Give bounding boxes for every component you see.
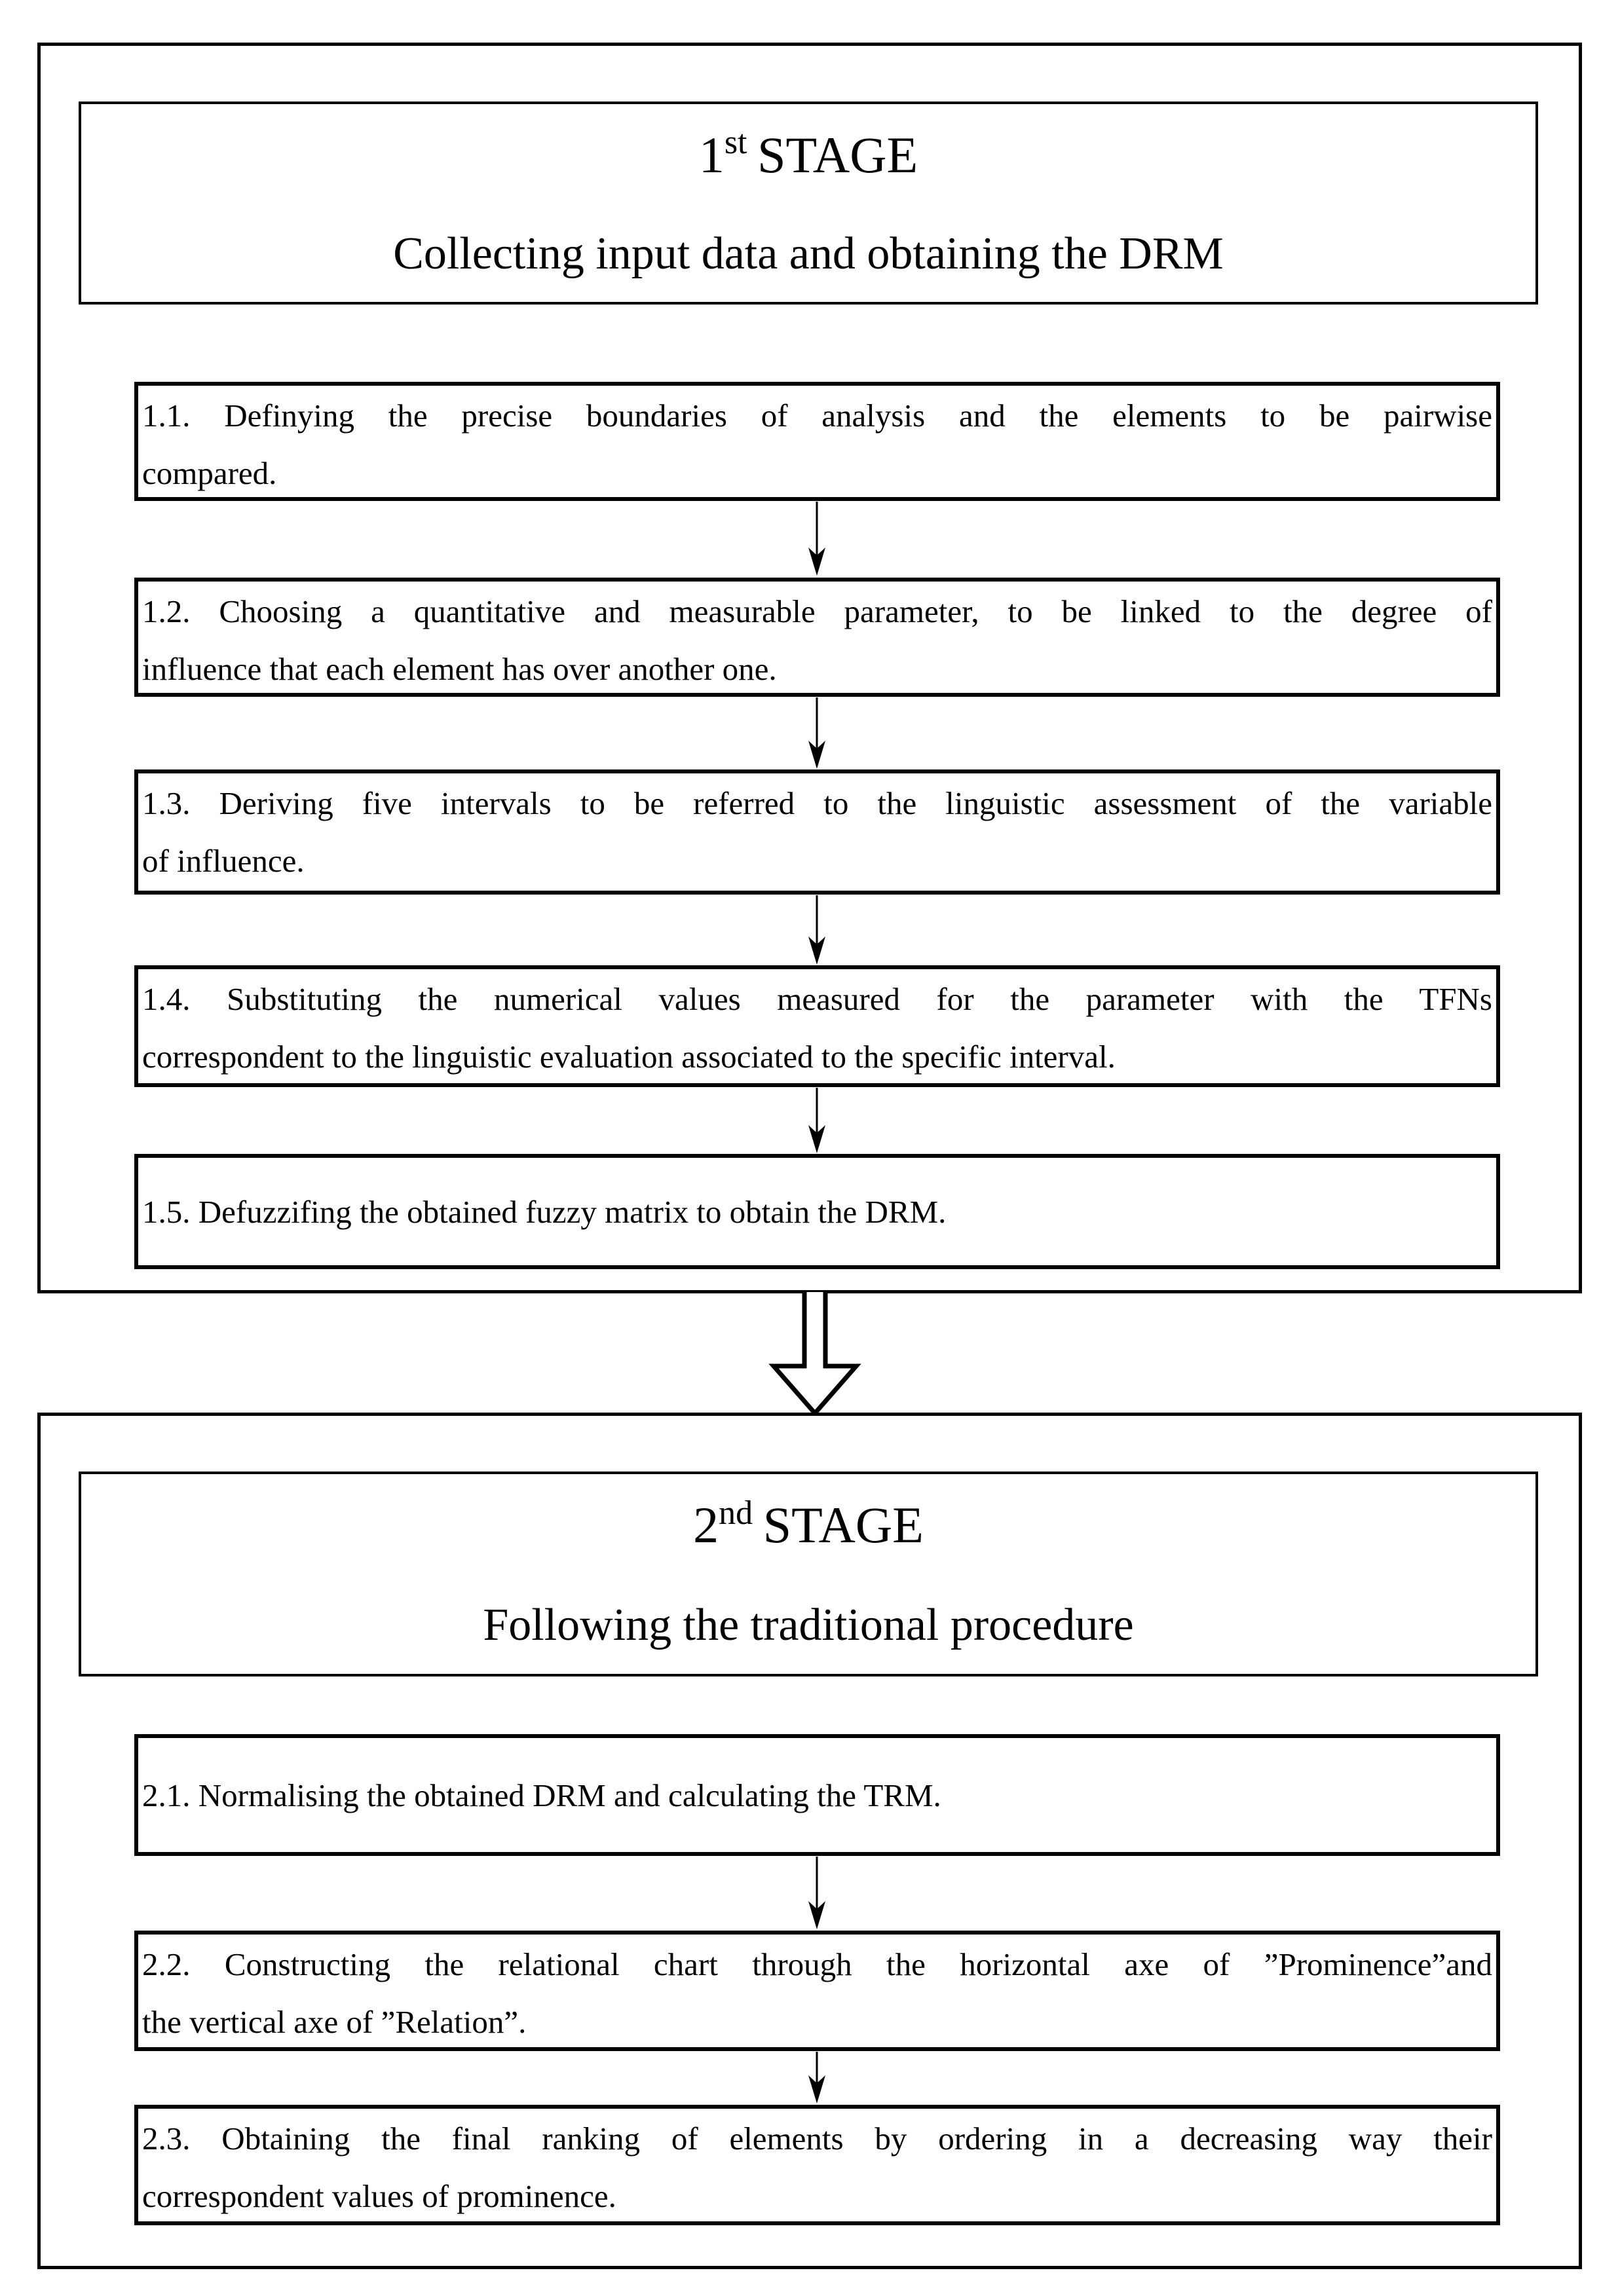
step-box-1-2: 1.2. Choosing a quantitative and measura… bbox=[134, 578, 1500, 697]
step-box-1-3: 1.3. Deriving five intervals to be refer… bbox=[134, 769, 1500, 895]
step-1-5-line-1: 1.5. Defuzzifing the obtained fuzzy matr… bbox=[142, 1194, 947, 1230]
step-1-2-line-2: influence that each element has over ano… bbox=[142, 651, 777, 687]
step-2-2-line-2: the vertical axe of ”Relation”. bbox=[142, 2004, 527, 2040]
step-1-3-line-2: of influence. bbox=[142, 843, 305, 879]
step-box-1-5: 1.5. Defuzzifing the obtained fuzzy matr… bbox=[134, 1154, 1500, 1269]
step-box-2-2: 2.2. Constructing the relational chart t… bbox=[134, 1931, 1500, 2051]
stage1-header-box: 1st STAGE Collecting input data and obtai… bbox=[79, 102, 1538, 305]
down-arrow-icon bbox=[804, 2052, 830, 2104]
step-1-4-line-2: correspondent to the linguistic evaluati… bbox=[142, 1039, 1116, 1075]
step-2-3-line-1: 2.3. Obtaining the final ranking of elem… bbox=[142, 2120, 1492, 2157]
stage2-title-ordinal: nd bbox=[719, 1494, 753, 1532]
step-1-1-line-2: compared. bbox=[142, 455, 277, 491]
stage1-title-ordinal: st bbox=[724, 123, 747, 161]
down-arrow-icon bbox=[804, 1088, 830, 1154]
step-box-1-1: 1.1. Definying the precise boundaries of… bbox=[134, 382, 1500, 501]
down-arrow-icon bbox=[804, 1857, 830, 1930]
step-1-4-line-1: 1.4. Substituting the numerical values m… bbox=[142, 981, 1492, 1017]
step-2-2-line-1: 2.2. Constructing the relational chart t… bbox=[142, 1946, 1492, 1982]
step-2-3-line-2: correspondent values of prominence. bbox=[142, 2178, 616, 2214]
stage1-title: 1st STAGE bbox=[699, 125, 918, 181]
stage1-title-number: 1 bbox=[698, 126, 725, 183]
step-1-1-line-1: 1.1. Definying the precise boundaries of… bbox=[142, 398, 1492, 434]
step-2-1-line-1: 2.1. Normalising the obtained DRM and ca… bbox=[142, 1777, 941, 1813]
down-arrow-icon bbox=[804, 502, 830, 576]
step-1-2-line-1: 1.2. Choosing a quantitative and measura… bbox=[142, 593, 1492, 629]
stage2-header-box: 2nd STAGE Following the traditional proce… bbox=[79, 1472, 1538, 1676]
stage1-title-word: STAGE bbox=[757, 126, 918, 183]
stage2-title-number: 2 bbox=[693, 1496, 719, 1554]
step-1-3-line-1: 1.3. Deriving five intervals to be refer… bbox=[142, 785, 1492, 821]
stage2-title: 2nd STAGE bbox=[693, 1496, 924, 1551]
down-arrow-icon bbox=[804, 895, 830, 965]
down-arrow-icon bbox=[804, 697, 830, 769]
step-box-2-3: 2.3. Obtaining the final ranking of elem… bbox=[134, 2105, 1500, 2225]
stage2-subtitle: Following the traditional procedure bbox=[483, 1599, 1134, 1650]
step-box-1-4: 1.4. Substituting the numerical values m… bbox=[134, 965, 1500, 1087]
stage1-subtitle: Collecting input data and obtaining the … bbox=[393, 228, 1224, 279]
stage-transition-hollow-arrow-icon bbox=[767, 1292, 865, 1416]
step-box-2-1: 2.1. Normalising the obtained DRM and ca… bbox=[134, 1734, 1500, 1856]
stage2-title-word: STAGE bbox=[763, 1496, 924, 1554]
